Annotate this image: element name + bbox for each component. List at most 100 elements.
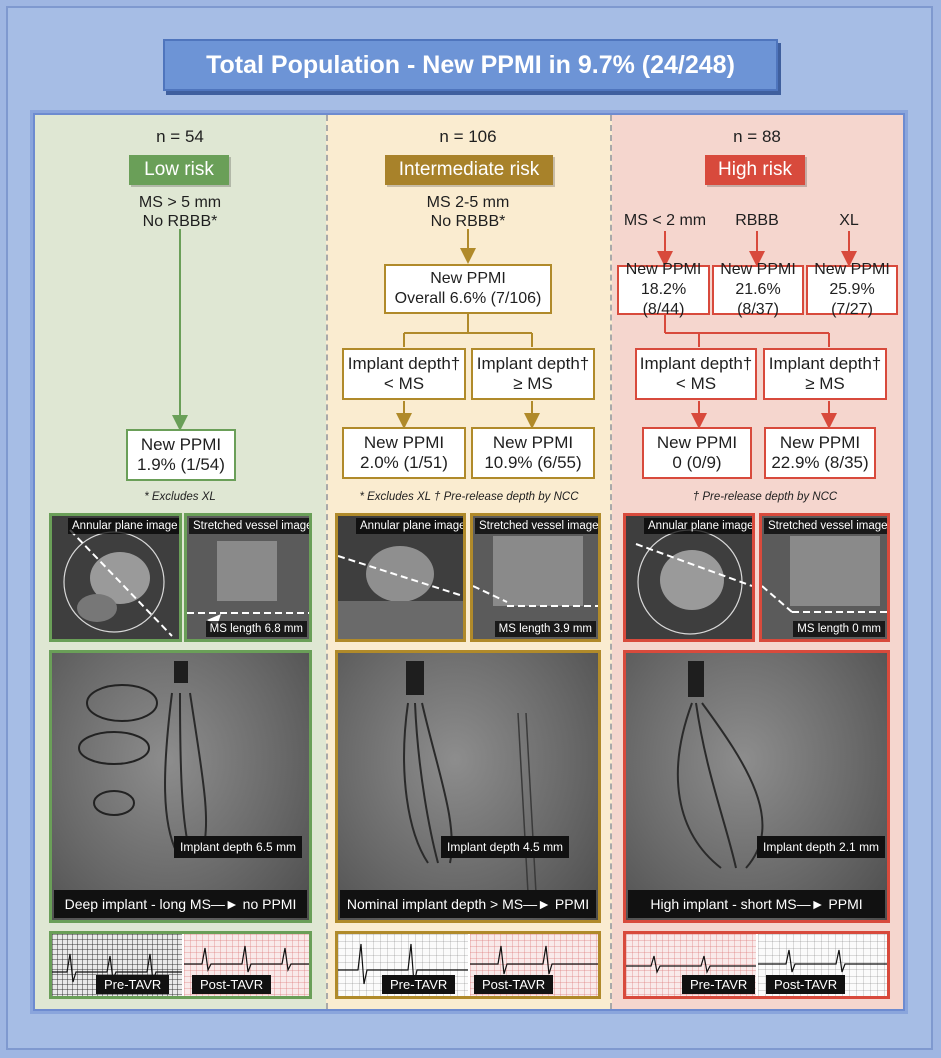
high-stretched-label: Stretched vessel image [764, 518, 887, 534]
low-result-value: 1.9% (1/54) [137, 455, 225, 474]
low-footnote: * Excludes XL [144, 491, 216, 503]
low-ecg-panel: Pre-TAVR Post-TAVR [49, 931, 312, 999]
stretched-vessel-graphic [187, 541, 309, 626]
low-criteria-rbbb: No RBBB* [142, 213, 218, 230]
low-pre-tavr-label: Pre-TAVR [96, 975, 170, 994]
high-ms-result-box: New PPMI 18.2% (8/44) [617, 261, 710, 318]
low-stretched-label: Stretched vessel image [189, 518, 309, 534]
intermediate-result-ge-value: 10.9% (6/55) [484, 453, 582, 472]
high-depth-ge-label: Implant depth† [768, 354, 882, 373]
high-result-lt-box: New PPMI 0 (0/9) [642, 427, 752, 479]
intermediate-result-ge-label: New PPMI [492, 433, 574, 452]
annular-plane-graphic [635, 529, 752, 635]
high-depth-lt-box: Implant depth† < MS [635, 348, 757, 400]
intermediate-n: n = 106 [439, 127, 497, 146]
valve-frame-graphic [403, 661, 537, 894]
high-criteria-rbbb: RBBB [735, 212, 779, 229]
intermediate-overall-value: Overall 6.6% (7/106) [394, 290, 542, 307]
low-stretched-vessel-image: Stretched vessel image MS length 6.8 mm [184, 513, 312, 642]
high-xl-result-label: New PPMI [814, 261, 890, 278]
intermediate-fluoroscopy-image: Implant depth 4.5 mm Nominal implant dep… [335, 650, 601, 923]
high-rbbb-result-value: 21.6% (8/37) [735, 281, 781, 318]
intermediate-depth-ge-box: Implant depth† ≥ MS [471, 348, 595, 400]
annular-plane-graphic [63, 529, 173, 637]
intermediate-criteria-ms: MS 2-5 mm [426, 194, 510, 211]
low-post-tavr-label: Post-TAVR [192, 975, 272, 994]
intermediate-depth-ge-label: Implant depth† [476, 354, 590, 373]
valve-frame-graphic [676, 661, 764, 869]
high-criteria-xl: XL [839, 212, 859, 229]
high-n: n = 88 [733, 127, 781, 146]
intermediate-depth-lt-label: Implant depth† [347, 354, 461, 373]
high-annular-plane-image: Annular plane image [623, 513, 755, 642]
high-fluoroscopy-image: Implant depth 2.1 mm High implant - shor… [623, 650, 890, 923]
high-ms-result-label: New PPMI [625, 261, 702, 278]
intermediate-ecg-panel: Pre-TAVR Post-TAVR [335, 931, 601, 999]
intermediate-depth-lt-box: Implant depth† < MS [342, 348, 466, 400]
high-footnote: † Pre-release depth by NCC [692, 491, 838, 503]
low-risk-badge: Low risk [129, 155, 229, 185]
high-depth-ge-value: ≥ MS [805, 374, 845, 393]
low-ms-length-label: MS length 6.8 mm [205, 621, 307, 637]
intermediate-stretched-vessel-image: Stretched vessel image MS length 3.9 mm [470, 513, 601, 642]
flow-connectors [172, 229, 857, 431]
low-criteria-ms: MS > 5 mm [138, 194, 222, 211]
intermediate-depth-lt-value: < MS [383, 374, 425, 393]
high-rbbb-result-box: New PPMI 21.6% (8/37) [712, 261, 804, 318]
high-risk-badge: High risk [705, 155, 805, 185]
low-result-box: New PPMI 1.9% (1/54) [126, 429, 236, 481]
high-criteria-ms: MS < 2 mm [623, 212, 707, 229]
high-caption: High implant - short MS—► PPMI [628, 890, 885, 918]
high-depth-lt-label: Implant depth† [639, 354, 753, 373]
intermediate-stretched-label: Stretched vessel image [475, 518, 598, 534]
intermediate-criteria-rbbb: No RBBB* [430, 213, 506, 230]
intermediate-overall-box: New PPMI Overall 6.6% (7/106) [384, 264, 552, 314]
intermediate-post-tavr-label: Post-TAVR [474, 975, 554, 994]
stretched-vessel-graphic [762, 536, 887, 613]
main-panel: n = 54 Low risk MS > 5 mm No RBBB* New P… [33, 113, 905, 1011]
high-depth-ge-box: Implant depth† ≥ MS [763, 348, 887, 400]
low-n: n = 54 [156, 127, 204, 146]
low-result-label: New PPMI [140, 435, 222, 454]
high-post-tavr-label: Post-TAVR [766, 975, 846, 994]
low-caption: Deep implant - long MS—► no PPMI [54, 890, 307, 918]
high-ecg-panel: Pre-TAVR Post-TAVR [623, 931, 890, 999]
high-result-ge-value: 22.9% (8/35) [771, 453, 869, 472]
ecg-trace [626, 949, 887, 974]
intermediate-depth-ge-value: ≥ MS [513, 374, 553, 393]
intermediate-result-lt-label: New PPMI [363, 433, 445, 452]
figure-title: Total Population - New PPMI in 9.7% (24/… [163, 39, 778, 91]
high-ms-result-value: 18.2% (8/44) [640, 281, 687, 318]
annular-plane-graphic [338, 546, 463, 639]
high-implant-depth-label: Implant depth 2.1 mm [757, 836, 886, 858]
high-rbbb-result-label: New PPMI [720, 261, 796, 278]
high-annular-label: Annular plane image [644, 518, 752, 534]
stretched-vessel-graphic [473, 536, 598, 607]
intermediate-result-ge-box: New PPMI 10.9% (6/55) [471, 427, 595, 479]
high-xl-result-value: 25.9% (7/27) [829, 281, 875, 318]
intermediate-risk-badge: Intermediate risk [385, 155, 553, 185]
high-result-lt-value: 0 (0/9) [672, 453, 722, 472]
high-ms-length-label: MS length 0 mm [793, 621, 885, 637]
intermediate-result-lt-value: 2.0% (1/51) [360, 453, 448, 472]
low-annular-label: Annular plane image [68, 518, 179, 534]
high-xl-result-box: New PPMI 25.9% (7/27) [806, 261, 898, 318]
low-fluoroscopy-image: Implant depth 6.5 mm Deep implant - long… [49, 650, 312, 923]
high-stretched-vessel-image: Stretched vessel image MS length 0 mm [759, 513, 890, 642]
high-result-lt-label: New PPMI [656, 433, 738, 452]
high-result-ge-label: New PPMI [779, 433, 861, 452]
high-depth-lt-value: < MS [675, 374, 717, 393]
low-annular-plane-image: Annular plane image [49, 513, 182, 642]
intermediate-implant-depth-label: Implant depth 4.5 mm [441, 836, 570, 858]
intermediate-footnote: * Excludes XL † Pre-release depth by NCC [359, 491, 579, 503]
intermediate-ms-length-label: MS length 3.9 mm [494, 621, 596, 637]
intermediate-overall-label: New PPMI [430, 270, 506, 287]
high-result-ge-box: New PPMI 22.9% (8/35) [764, 427, 876, 479]
intermediate-pre-tavr-label: Pre-TAVR [382, 975, 456, 994]
low-implant-depth-label: Implant depth 6.5 mm [174, 836, 303, 858]
intermediate-annular-label: Annular plane image [356, 518, 463, 534]
high-pre-tavr-label: Pre-TAVR [682, 975, 756, 994]
ecg-trace [338, 943, 598, 985]
intermediate-caption: Nominal implant depth > MS—► PPMI [340, 890, 596, 918]
intermediate-annular-plane-image: Annular plane image [335, 513, 466, 642]
